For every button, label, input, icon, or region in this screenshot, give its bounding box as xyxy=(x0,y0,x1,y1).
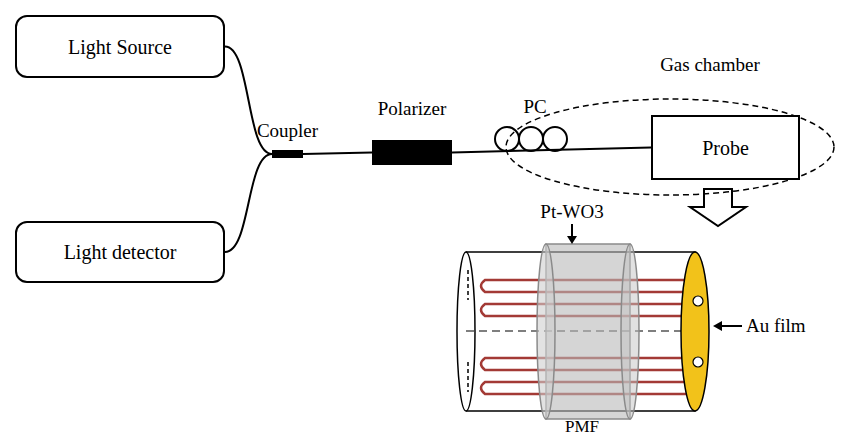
part-label: Au film xyxy=(746,315,806,337)
pc-coils xyxy=(495,127,567,151)
box-text: Light Source xyxy=(68,35,172,59)
au-film xyxy=(681,252,709,411)
part-label: Gas chamber xyxy=(660,54,760,76)
box-text: Light detector xyxy=(64,240,177,264)
coupler-symbol: Coupler xyxy=(272,150,303,158)
fiber-line xyxy=(225,154,272,252)
fiber-line xyxy=(303,153,372,155)
detector-box: Light detector xyxy=(15,221,225,283)
part-label: PMF xyxy=(565,418,599,435)
polarizer-symbol: Polarizer xyxy=(372,140,452,165)
part-label: Coupler xyxy=(257,120,318,142)
leader-arrows xyxy=(567,224,742,331)
box-text: Probe xyxy=(702,136,749,160)
coating xyxy=(537,244,639,419)
gas-chamber: Gas chamberProbe xyxy=(505,98,835,196)
source-box: Light Source xyxy=(15,15,225,78)
coating-label: Pt-WO3 xyxy=(540,201,603,223)
probe-box: Probe xyxy=(651,115,800,180)
part-label: Polarizer xyxy=(378,98,447,120)
part-label: PC xyxy=(523,96,546,118)
